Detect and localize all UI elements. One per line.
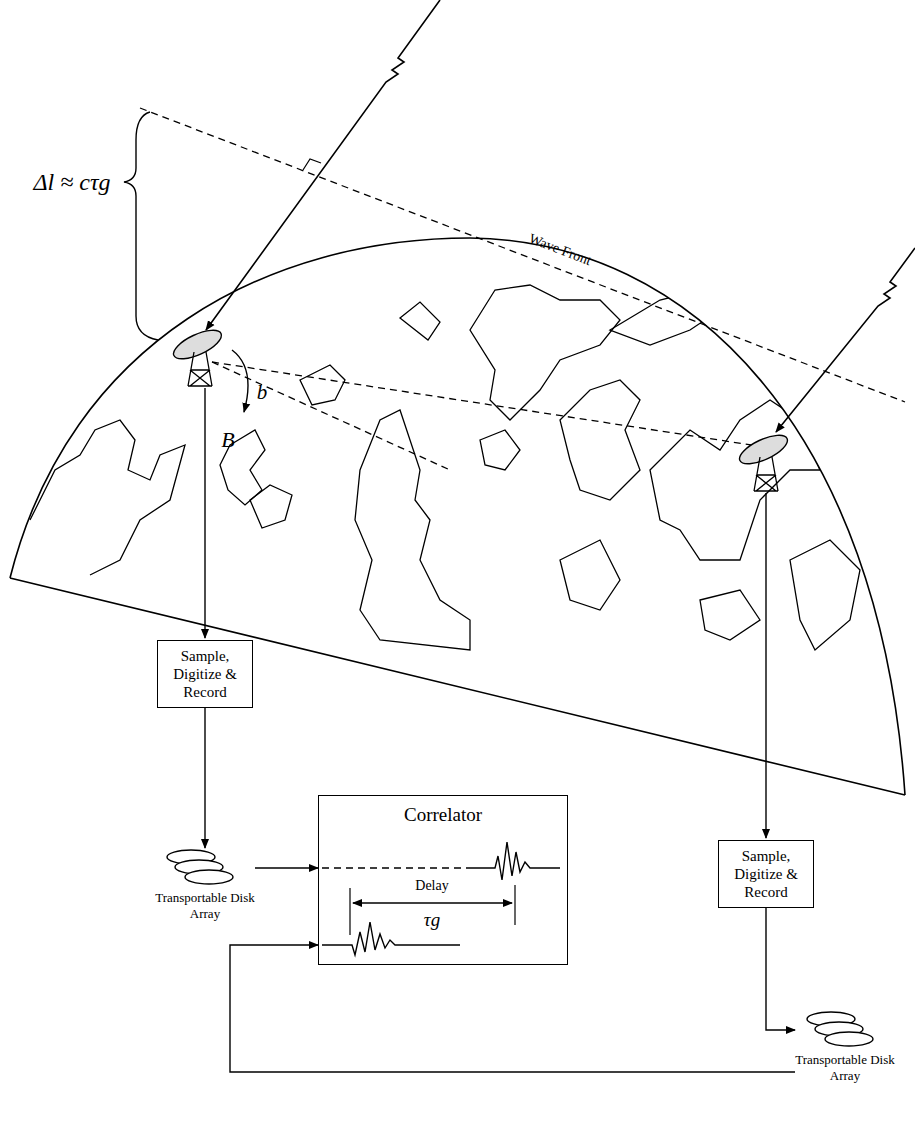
- incoming-ray: [206, 0, 440, 330]
- radio-antenna: [170, 325, 226, 386]
- data-flow-arrow: [255, 867, 318, 868]
- process-box: Sample, Digitize & Record: [157, 640, 253, 708]
- right-angle-mark: [303, 159, 321, 170]
- box-label: Sample, Digitize & Record: [723, 847, 809, 901]
- signal-trace: [470, 842, 560, 880]
- disk-array: Transportable Disk Array: [155, 848, 255, 921]
- disk-array: Transportable Disk Array: [795, 1010, 895, 1083]
- box-label: Sample, Digitize & Record: [162, 647, 248, 701]
- process-box: Sample, Digitize & Record: [718, 840, 814, 908]
- box-label: Transportable Disk Array: [155, 890, 255, 921]
- buffer-line: [322, 867, 470, 868]
- incoming-ray: [776, 248, 915, 432]
- baseline: [212, 362, 758, 446]
- delay-tick: [514, 885, 515, 925]
- wave-front-label: Wave Front: [527, 231, 594, 269]
- disk-icon: [165, 848, 245, 886]
- angle-label: b: [257, 380, 268, 405]
- delay-symbol: τg: [424, 909, 440, 931]
- wave-front: [140, 108, 905, 402]
- signal-feed: [765, 493, 766, 838]
- delay-arrow: [353, 902, 512, 903]
- bracket: [124, 112, 158, 340]
- earth-limb: [10, 238, 905, 795]
- path-difference-label: Δl ≈ cτg: [33, 169, 110, 196]
- data-flow-arrow: [766, 908, 795, 1030]
- earth-section-line: [10, 578, 905, 795]
- data-flow-arrow: [204, 708, 205, 848]
- delay-tick: [349, 888, 350, 935]
- box-heading: Correlator: [319, 804, 567, 826]
- delay-label: Delay: [415, 878, 448, 894]
- baseline-label: B: [221, 427, 234, 453]
- box-label: Transportable Disk Array: [795, 1052, 895, 1083]
- radio-antenna: [736, 430, 792, 491]
- signal-feed: [204, 388, 205, 638]
- disk-icon: [805, 1010, 885, 1048]
- angle-arrow: [232, 350, 248, 412]
